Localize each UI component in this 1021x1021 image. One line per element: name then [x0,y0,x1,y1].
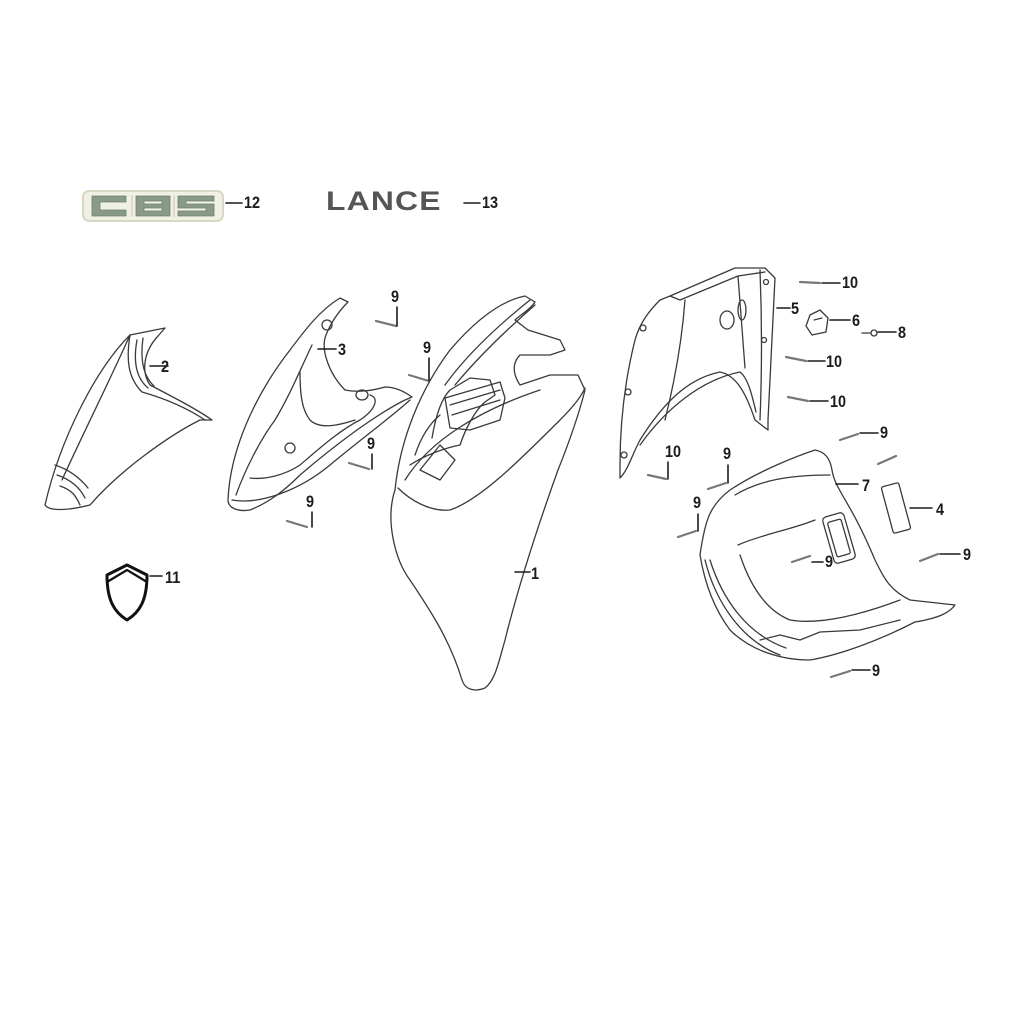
callout-10: 10 [830,392,847,411]
callout-10: 10 [826,352,843,371]
screws [285,280,940,679]
part-3-inner-cover [227,297,413,512]
callout-9: 9 [723,444,732,463]
cbs-decal [82,190,224,222]
callout-13: 13 [482,193,499,212]
part-1-front-cover [390,295,586,691]
callout-9: 9 [306,492,315,511]
callout-6: 6 [852,311,861,330]
callout-3: 3 [338,340,347,359]
callout-4: 4 [936,500,945,519]
callout-12: 12 [244,193,261,212]
callout-9: 9 [367,434,376,453]
part-8-screw [861,329,897,337]
part-5-leg-shield [619,267,791,479]
part-7-lower-cover [699,449,956,661]
callout-9: 9 [963,545,972,564]
callout-1: 1 [531,564,540,583]
callout-11: 11 [165,568,181,587]
callout-9: 9 [693,493,702,512]
callout-9: 9 [391,287,400,306]
callout-10: 10 [665,442,682,461]
callout-5: 5 [791,299,800,318]
part-6-clip [805,309,851,336]
callout-2: 2 [161,357,170,376]
callout-9: 9 [423,338,432,357]
callout-leaders [311,282,961,671]
callout-8: 8 [898,323,907,342]
callout-9: 9 [825,552,834,571]
part-11-emblem [105,563,163,622]
part-4-reflector [880,482,933,534]
callout-9: 9 [880,423,889,442]
callout-10: 10 [842,273,859,292]
callout-9: 9 [872,661,881,680]
lance-decal: LANCE [326,186,442,216]
callout-7: 7 [862,476,871,495]
part-2-nose-cover [44,327,213,511]
